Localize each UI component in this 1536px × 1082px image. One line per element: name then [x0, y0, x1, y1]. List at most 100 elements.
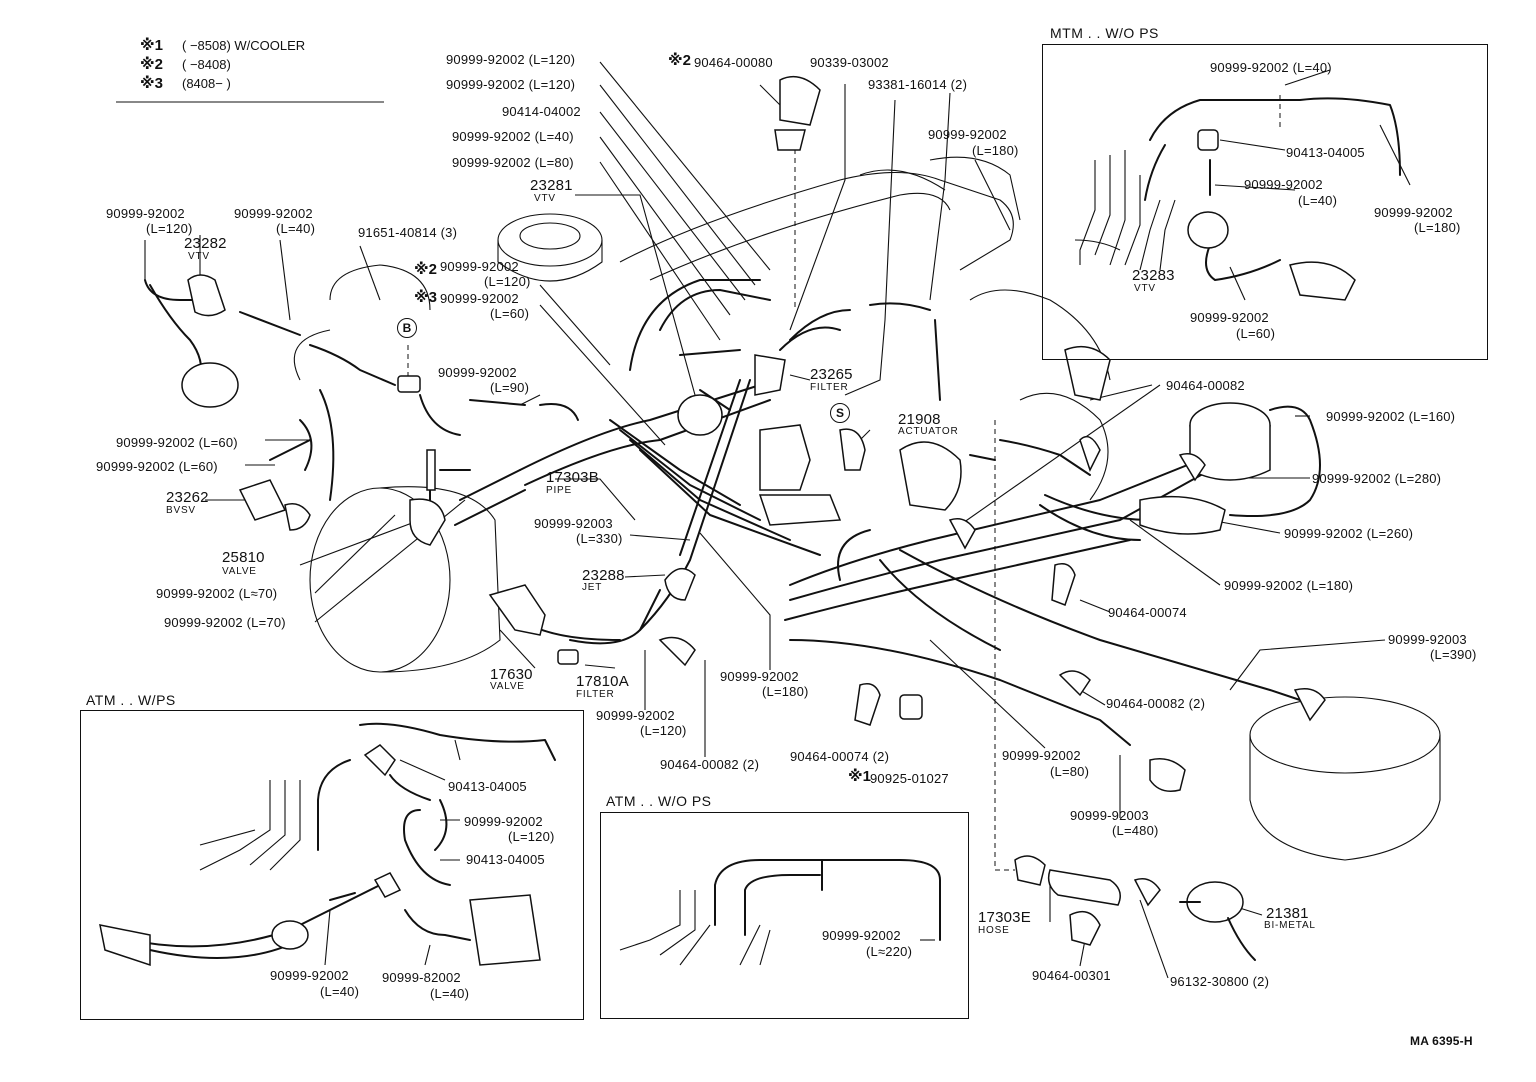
part-number: 17810A: [576, 673, 629, 690]
part-length: (L=120): [508, 829, 555, 844]
part-label: 90999-92002: [234, 206, 313, 221]
atm-wps-box-art: [99, 722, 556, 967]
part-label: 90413-04005: [1286, 145, 1365, 160]
part-label: 90999-92002: [720, 669, 799, 684]
atm-wops-title: ATM . . W/O PS: [606, 793, 712, 809]
part-type: VTV: [1134, 283, 1156, 294]
variant-legend: ※1( −8508) W/COOLER ※2 ( −8408) ※3 (8408− …: [140, 36, 305, 93]
dashed-reference-lines: [407, 95, 1281, 871]
legend-row-3: ※3 (8408− ): [140, 74, 305, 93]
part-label: 90999-92002: [440, 259, 519, 274]
part-label: 90999-92002 (L=120): [446, 77, 576, 92]
variant-mark: ※2: [414, 261, 437, 278]
variant-mark: ※2: [668, 52, 691, 69]
part-label: 90999-92002: [106, 206, 185, 221]
part-label: 90464-00082: [1166, 378, 1245, 393]
brake-booster: [309, 486, 501, 673]
part-label: 90999-92003: [534, 516, 613, 531]
part-label: 90999-92002: [438, 365, 517, 380]
part-label: 90999-92002 (L=40): [452, 129, 574, 144]
part-length: (L=40): [430, 986, 470, 1001]
part-length: (L=390): [1430, 647, 1477, 662]
part-label: 90999-92002: [1374, 205, 1453, 220]
part-length: (L=60): [490, 306, 530, 321]
part-label: 90413-04005: [466, 852, 545, 867]
part-label: 90999-92002 (L≈70): [156, 586, 278, 601]
part-label: 90999-92002: [596, 708, 675, 723]
leader-lines: [144, 61, 1386, 979]
part-type: BVSV: [166, 505, 196, 516]
part-label: 90464-00082 (2): [660, 757, 760, 772]
part-label: 90999-92003: [1070, 808, 1149, 823]
part-number: 23262: [166, 489, 209, 506]
legend-text: (8408− ): [182, 76, 231, 91]
atm-wops-box: [600, 812, 969, 1019]
part-type: FILTER: [576, 689, 615, 700]
part-label: 90339-03002: [810, 55, 889, 70]
part-label: 90999-92002 (L=280): [1312, 471, 1442, 486]
mtm-wops-title: MTM . . W/O PS: [1050, 25, 1159, 41]
part-length: (L=330): [576, 531, 623, 546]
mtm-wops-box: [1042, 44, 1488, 360]
atm-wps-title: ATM . . W/PS: [86, 692, 176, 708]
part-length: (L=40): [1298, 193, 1338, 208]
part-number: 23282: [184, 235, 227, 252]
part-label: 90464-00082 (2): [1106, 696, 1206, 711]
part-label: 90414-04002: [502, 104, 581, 119]
part-number: 21381: [1266, 905, 1309, 922]
part-label: 90999-92002 (L=40): [1210, 60, 1332, 75]
part-length: (L=120): [484, 274, 531, 289]
part-label: 90999-92002 (L=260): [1284, 526, 1414, 541]
legend-row-2: ※2 ( −8408): [140, 55, 305, 74]
parts: [181, 75, 1326, 792]
part-type: VALVE: [222, 566, 257, 577]
legend-row-1: ※1( −8508) W/COOLER: [140, 36, 305, 55]
part-label: 90999-92002: [464, 814, 543, 829]
part-label: 90999-92002: [1190, 310, 1269, 325]
part-label: 90999-92002 (L=160): [1326, 409, 1456, 424]
part-length: (L=90): [490, 380, 530, 395]
part-label: 90999-92002: [1002, 748, 1081, 763]
charcoal-canister: [1249, 696, 1441, 861]
legend-mark: ※1: [140, 37, 163, 54]
legend-mark: ※2: [140, 56, 163, 73]
bottom-parts: [1014, 855, 1256, 961]
variant-mark: ※1: [848, 768, 871, 785]
part-number: 25810: [222, 549, 265, 566]
part-number: 23283: [1132, 267, 1175, 284]
part-label: 96132-30800 (2): [1170, 974, 1270, 989]
part-label: 90464-00301: [1032, 968, 1111, 983]
part-type: FILTER: [810, 382, 849, 393]
part-label: 90999-92002: [270, 968, 349, 983]
part-number: 23281: [530, 177, 573, 194]
part-length: (L=40): [320, 984, 360, 999]
part-label: 90999-92002 (L=60): [116, 435, 238, 450]
part-type: BI-METAL: [1264, 920, 1316, 931]
atm-wops-box-art: [619, 859, 941, 966]
reference-circle-b: B: [397, 318, 417, 338]
reference-circle-s: S: [830, 403, 850, 423]
part-label: 90999-92002 (L=120): [446, 52, 576, 67]
part-label: 90464-00074: [1108, 605, 1187, 620]
variant-mark: ※3: [414, 289, 437, 306]
part-label: 90999-82002: [382, 970, 461, 985]
mtm-box-art: [1074, 69, 1411, 301]
part-type: VTV: [188, 251, 210, 262]
part-label: 90999-92002 (L=70): [164, 615, 286, 630]
part-label: 90925-01027: [870, 771, 949, 786]
part-number: 17303E: [978, 909, 1031, 926]
part-label: 90464-00080: [694, 55, 773, 70]
part-length: (L=40): [276, 221, 316, 236]
legend-text: ( −8408): [182, 57, 231, 72]
atm-wps-box: [80, 710, 584, 1020]
part-number: 21908: [898, 411, 941, 428]
part-length: (L≈220): [866, 944, 913, 959]
part-label: 90999-92003: [1388, 632, 1467, 647]
part-label: 90999-92002: [440, 291, 519, 306]
part-length: (L=180): [1414, 220, 1461, 235]
part-number: 23288: [582, 567, 625, 584]
part-type: HOSE: [978, 925, 1010, 936]
part-label: 91651-40814 (3): [358, 225, 458, 240]
legend-mark: ※3: [140, 75, 163, 92]
